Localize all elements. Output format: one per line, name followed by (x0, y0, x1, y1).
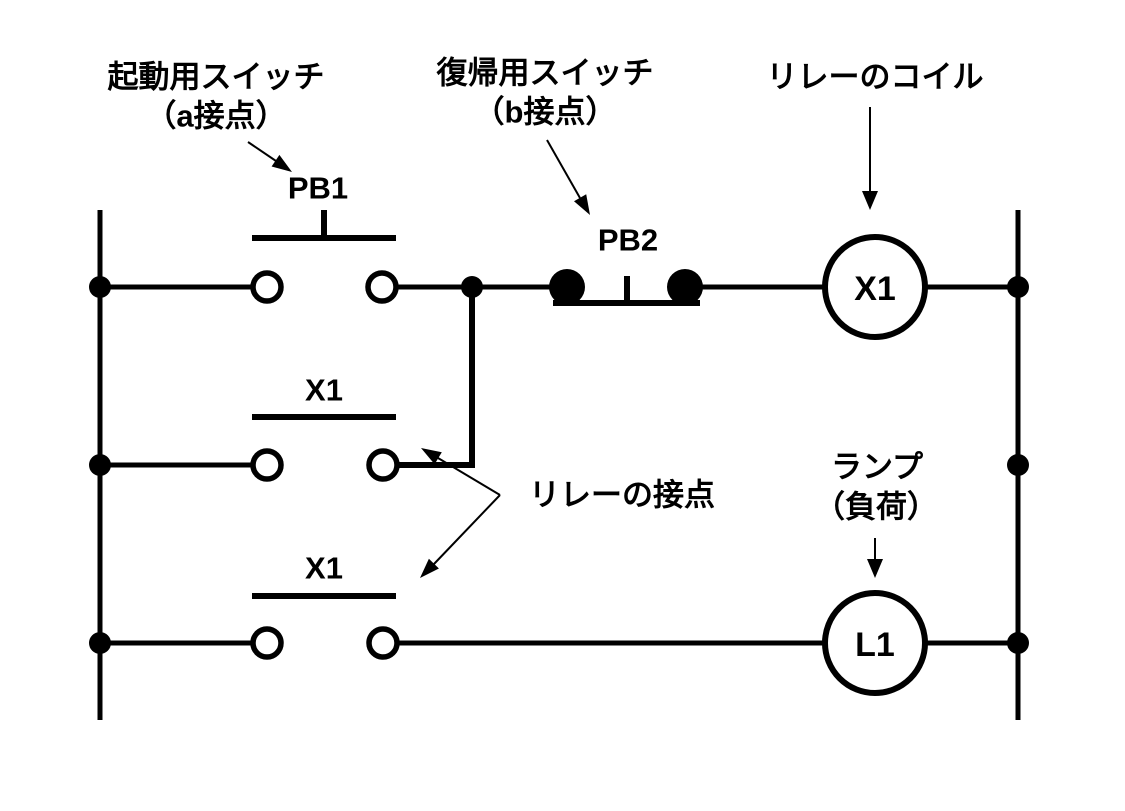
annotation-relay-contacts: リレーの接点 (420, 448, 715, 578)
relay-contacts-arrow-upper (437, 457, 501, 496)
pb1-contact: PB1 (250, 171, 399, 304)
relay-coil-arrowhead-icon (862, 191, 878, 210)
start-switch-label-line2: （a接点） (145, 99, 286, 134)
junction-dot (1007, 276, 1029, 298)
lamp-label: L1 (855, 626, 895, 664)
junction-dot (89, 632, 111, 654)
x1-lamp-terminal-right (366, 626, 400, 660)
junction-dot (89, 454, 111, 476)
pb2-terminal-right (667, 269, 703, 305)
x1-hold-terminal-right (366, 448, 400, 482)
x1-hold-terminal-left (250, 448, 284, 482)
rung-3: X1 L1 (100, 551, 1018, 696)
reset-switch-label-line1: 復帰用スイッチ (436, 56, 654, 91)
pb1-terminal-left (250, 270, 284, 304)
junction-dots (89, 276, 1029, 654)
annotation-reset-switch: 復帰用スイッチ （b接点） (436, 56, 654, 215)
relay-contacts-label: リレーの接点 (529, 478, 715, 513)
relay-contacts-arrowhead-lower-icon (420, 558, 439, 578)
relay-coil-label: X1 (854, 270, 896, 308)
annotation-start-switch: 起動用スイッチ （a接点） (108, 60, 325, 172)
lamp-arrowhead-icon (867, 559, 883, 578)
start-switch-label-line1: 起動用スイッチ (108, 60, 325, 95)
feedback-wire (397, 287, 475, 468)
x1-lamp-terminal-left (250, 626, 284, 660)
relay-contacts-arrowhead-upper-icon (421, 448, 442, 465)
lamp-l1: L1 (822, 590, 928, 696)
pb1-terminal-right (365, 270, 399, 304)
annotation-lamp: ランプ （負荷） (814, 450, 938, 578)
pb1-label: PB1 (288, 171, 348, 206)
junction-dot (1007, 454, 1029, 476)
junction-dot (461, 276, 483, 298)
reset-switch-arrow (546, 139, 581, 199)
relay-coil-annotation-label: リレーのコイル (767, 60, 984, 95)
lamp-annotation-line1: ランプ (831, 450, 924, 485)
pb2-label: PB2 (598, 223, 658, 258)
x1-lamp-contact: X1 (250, 551, 400, 660)
junction-dot (1007, 632, 1029, 654)
pb2-contact: PB2 (549, 223, 703, 306)
junction-dot (89, 276, 111, 298)
start-switch-arrowhead-icon (271, 154, 292, 172)
annotation-relay-coil: リレーのコイル (767, 60, 984, 210)
start-switch-arrow (247, 141, 277, 162)
rung-1: PB1 PB2 X1 (100, 171, 1018, 340)
lamp-annotation-line2: （負荷） (814, 490, 938, 525)
relay-coil-circle (822, 234, 928, 340)
x1-hold-label: X1 (305, 373, 343, 408)
lamp-circle (822, 590, 928, 696)
x1-holding-contact: X1 (250, 373, 400, 482)
rung-2: X1 (100, 287, 475, 482)
pb2-terminal-left (549, 269, 585, 305)
relay-coil-x1: X1 (822, 234, 928, 340)
reset-switch-label-line2: （b接点） (474, 95, 617, 130)
relay-contacts-arrow-lower (433, 494, 501, 565)
x1-lamp-contact-label: X1 (305, 551, 343, 586)
reset-switch-arrowhead-icon (574, 194, 590, 215)
